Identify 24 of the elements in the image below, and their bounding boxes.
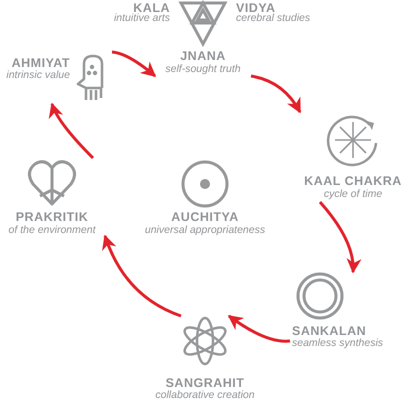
node-title: JNANA [180,50,226,62]
side-title: KALA [133,2,170,14]
node-title: KAAL CHAKRA [304,175,402,188]
node-caption: of the environment [8,225,96,236]
node-title: AUCHITYA [171,211,239,224]
node-title: PRAKRITIK [16,211,88,224]
node-title: SANGRAHIT [166,377,244,390]
node-caption: cycle of time [324,189,382,200]
node-caption: self-sought truth [165,64,241,74]
side-title: VIDYA [236,2,276,14]
arrow [318,201,361,274]
arrow [250,74,302,114]
node-title: AHMIYAT [12,57,70,70]
arrow [228,314,290,343]
node-caption: seamless synthesis [292,338,384,348]
side-caption: cerebral studies [236,13,310,24]
arrow [102,234,182,318]
arrow [49,102,94,160]
node-caption: universal appropriateness [144,225,266,236]
node-caption: intrinsic value [6,70,70,80]
node-caption: collaborative creation [155,390,255,400]
side-caption: intuitive arts [114,13,170,24]
arrow [112,50,156,78]
node-title: SANKALAN [292,325,366,338]
